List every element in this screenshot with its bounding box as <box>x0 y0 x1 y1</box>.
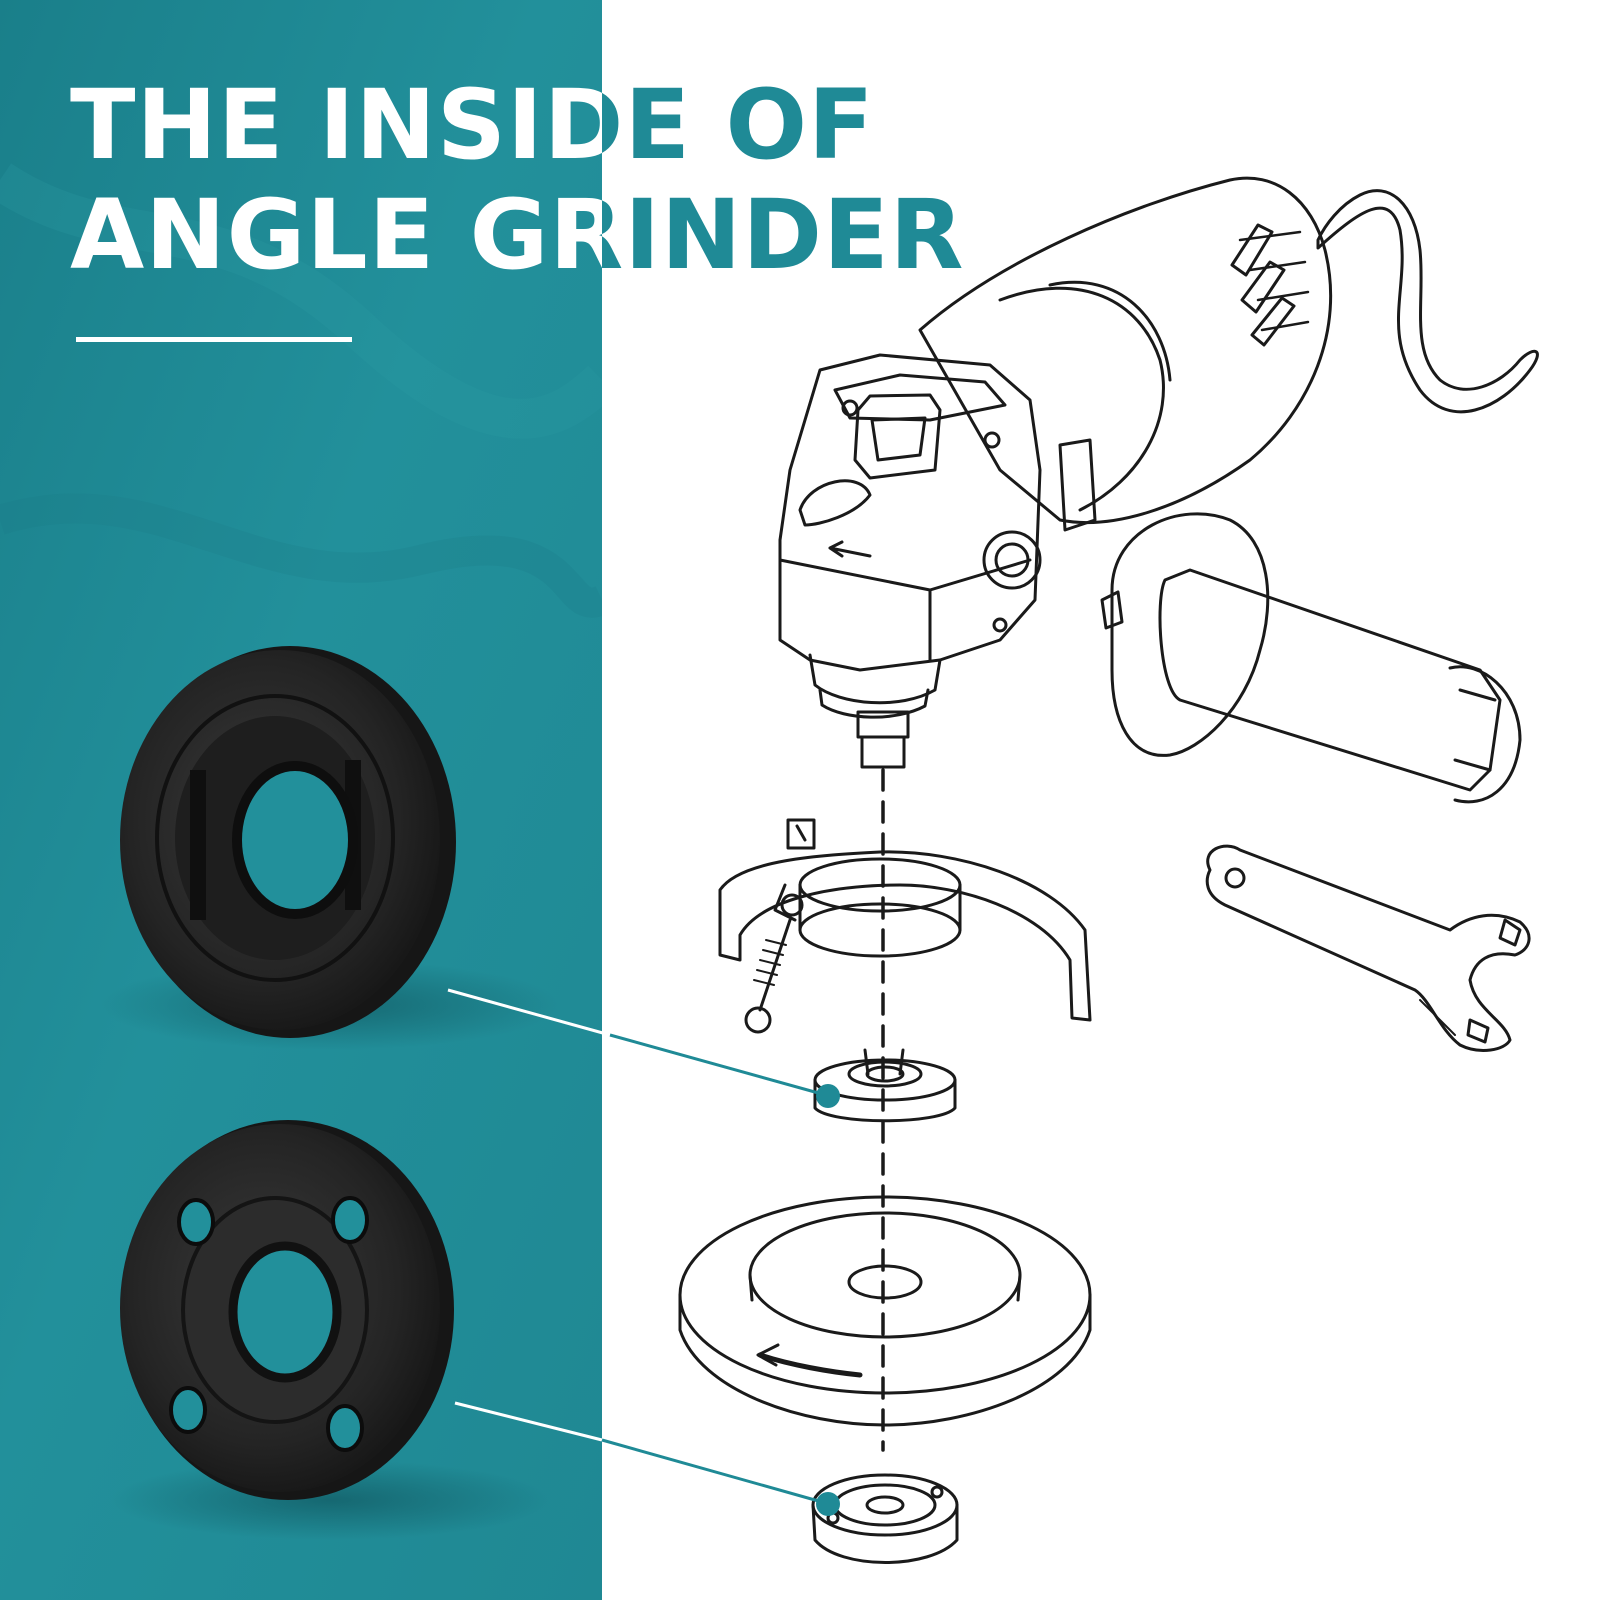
gear-head-drawing <box>778 353 1042 672</box>
motor-housing-drawing <box>918 176 1333 524</box>
callout-lock-nut <box>454 1401 603 1442</box>
callout-dot-inner-flange <box>816 1084 840 1108</box>
page-title: THE INSIDE OF ANGLE GRINDER <box>70 70 965 291</box>
white-drawing-panel <box>602 0 1600 1600</box>
inner-flange-drawing <box>813 1048 957 1123</box>
title-line-2: ANGLE GRINDER <box>70 179 965 292</box>
callout-inner-flange <box>447 988 611 1037</box>
title-line-1: THE INSIDE OF <box>70 69 875 181</box>
side-handle-drawing <box>1110 512 1270 757</box>
guard-drawing <box>718 850 1092 1022</box>
spanner-wrench-drawing <box>1205 844 1531 1052</box>
power-cable-drawing <box>1316 189 1539 414</box>
title-underline <box>76 337 352 342</box>
lock-nut-photo <box>110 1120 550 1540</box>
callout-dot-lock-nut <box>816 1492 840 1516</box>
inner-flange-photo <box>100 646 560 1050</box>
grinding-disc-drawing <box>678 1195 1092 1427</box>
